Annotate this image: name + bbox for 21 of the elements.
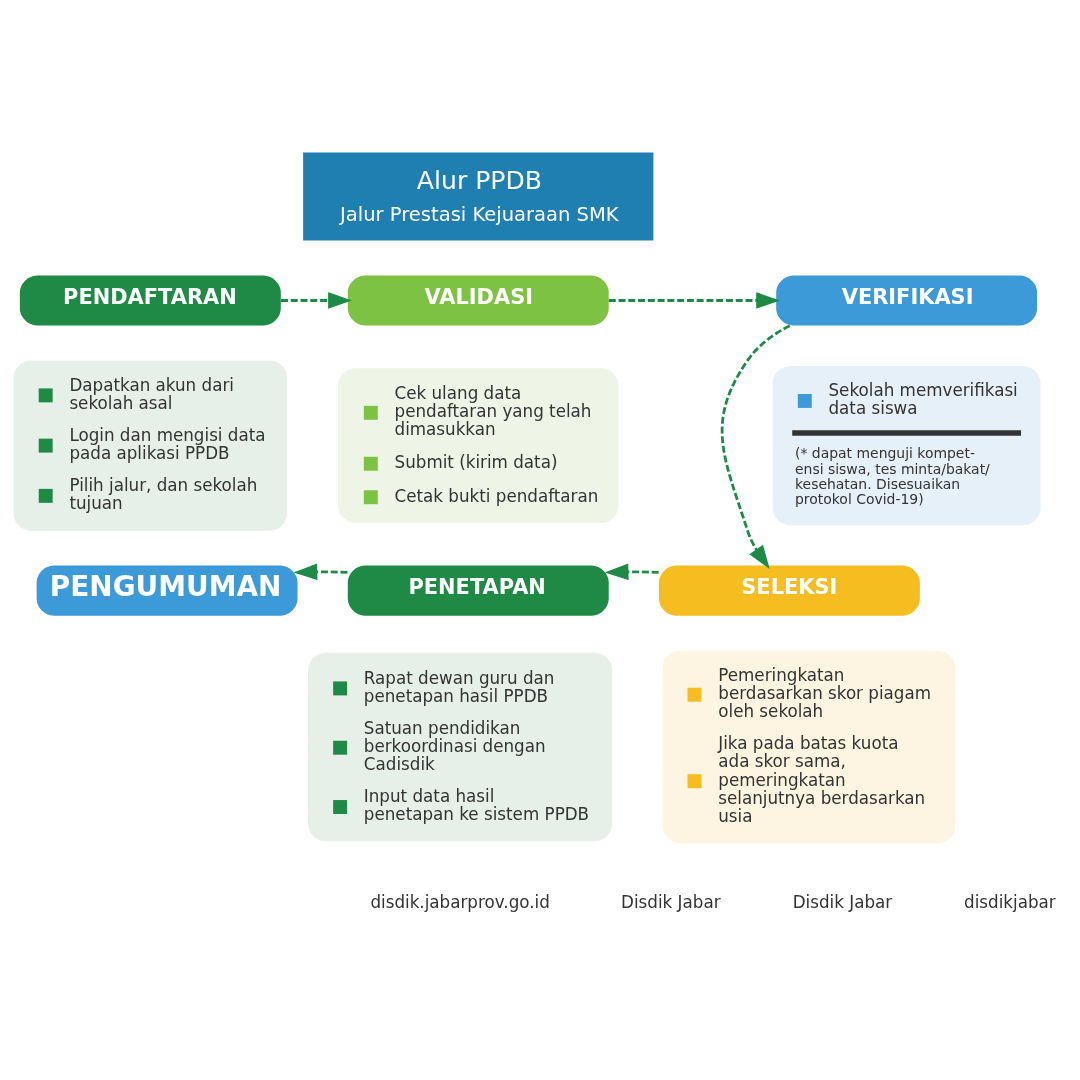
- label: disdik.jabarprov.go.id: [370, 891, 550, 912]
- node-box: Sekolah memverifikasi data siswa (* dapat menguji kompet- ensi siswa, tes minta/bakat/ kesehatan. Disesuaikan protokol Covid-19): [772, 365, 1041, 525]
- node-box: Pemeringkatan berdasarkan skor piagam oleh sekolah Jika pada batas kuota ada skor sama, pemeringkatan selanjutnya berdasarkan usia: [662, 650, 956, 843]
- node-box: Alur PPDB Jalur Prestasi Kejuaraan SMK: [303, 152, 654, 240]
- node-box: PENGUMUMAN: [36, 565, 298, 616]
- label: disdikjabar: [964, 891, 1056, 912]
- node-box: SELEKSI: [658, 565, 920, 616]
- label: Disdik Jabar: [621, 891, 721, 912]
- node-box: VERIFIKASI: [776, 274, 1038, 326]
- arrow: [293, 563, 348, 580]
- arrow: [281, 291, 352, 309]
- arrow: [604, 563, 659, 580]
- arrow: [720, 323, 791, 569]
- label: Disdik Jabar: [792, 891, 893, 912]
- arrow: [608, 291, 780, 309]
- node-box: PENETAPAN: [347, 565, 609, 616]
- node-box: Rapat dewan guru dan penetapan hasil PPDB Satuan pendidikan berkoordinasi dengan Cadisdik Input data hasil penetapan ke sistem PPDB: [308, 652, 613, 841]
- node-box: Cek ulang data pendaftaran yang telah dimasukkan Submit (kirim data) Cetak bukti pendaftaran: [338, 367, 619, 523]
- node-box: Dapatkan akun dari sekolah asal Login dan mengisi data pada aplikasi PPDB Pilih jalur, dan sekolah tujuan: [13, 360, 288, 531]
- node-box: VALIDASI: [347, 274, 609, 326]
- node-box: PENDAFTARAN: [19, 274, 281, 326]
